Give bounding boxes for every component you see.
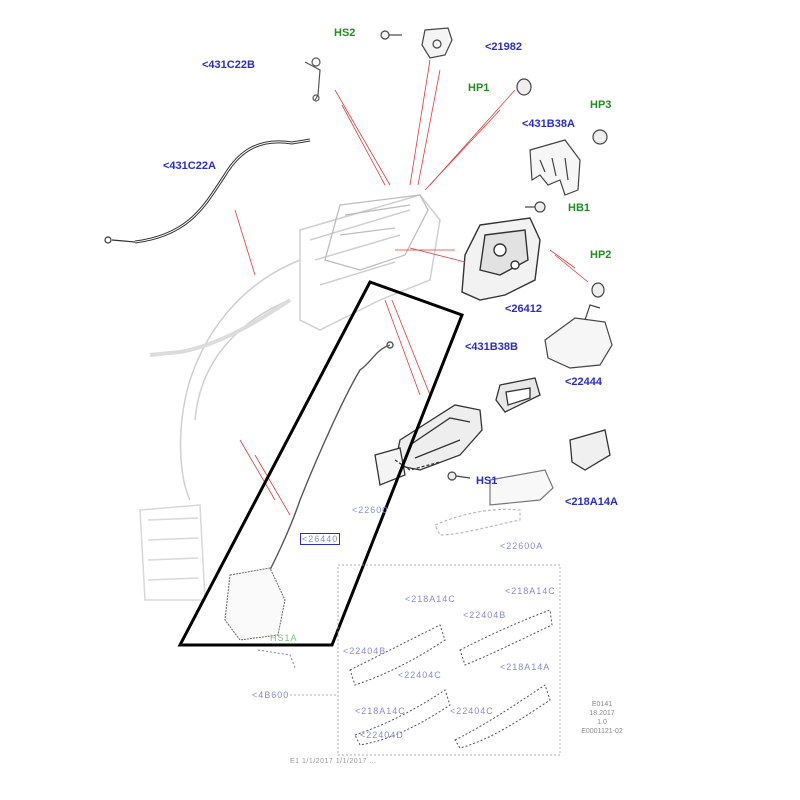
inner-latch-ghost: [224, 567, 286, 641]
callout-hs2: HS2: [334, 27, 356, 39]
leader-lines: [234, 59, 589, 516]
inset-box: [290, 564, 561, 756]
label-4b600: <4B600: [252, 690, 290, 700]
callout-26412: <26412: [505, 303, 543, 315]
plug-hp1: [516, 78, 532, 96]
revision-note-line: E0141: [591, 701, 613, 708]
footer-note: E1 1/1/2017 1/1/2017 ...: [290, 758, 377, 765]
label-inset-i: <22404D: [360, 730, 404, 740]
callout-hb1: HB1: [568, 202, 591, 214]
revision-note: E0141 18.2017 1.0 E0001121-02: [572, 700, 632, 736]
callout-hs1: HS1: [476, 475, 498, 487]
label-22600a: <22600A: [500, 541, 544, 551]
revision-note-line: 18.2017: [589, 710, 615, 717]
latch-26412: [461, 217, 541, 301]
cable-431c22b: [304, 57, 321, 102]
endcap-218a14a: [569, 429, 611, 471]
inset-parts: [349, 609, 553, 749]
callout-431b38b: <431B38B: [465, 341, 518, 353]
door-outline-ghost: [139, 194, 441, 601]
callout-22444: <22444: [565, 376, 603, 388]
callout-hp1: HP1: [468, 82, 490, 94]
callout-hp2: HP2: [590, 249, 612, 261]
label-hs1a: HS1A: [270, 633, 298, 643]
screw-hs1: [447, 471, 471, 481]
callout-431b38a: <431B38A: [522, 118, 575, 130]
callout-431c22b: <431C22B: [202, 59, 255, 71]
outer-handle: [434, 469, 554, 536]
cover-431b38b: [544, 304, 613, 369]
callout-21982: <21982: [485, 41, 523, 53]
cable-431c22a: [104, 138, 311, 244]
label-inset-g: <218A14C: [355, 706, 406, 716]
bracket-22444: [495, 377, 541, 413]
label-22600: <22600: [352, 505, 389, 515]
label-26440: <26440: [300, 533, 341, 545]
cover-431b38a: [529, 139, 581, 196]
revision-note-line: 1.0: [597, 719, 607, 726]
plug-hp3: [592, 129, 608, 145]
dashed-handle-left: [257, 649, 296, 669]
revision-note-line: E0001121-02: [581, 728, 623, 735]
label-inset-d: <22404B: [343, 646, 387, 656]
highlight-wedge: [177, 280, 464, 647]
callout-431c22a: <431C22A: [163, 160, 216, 172]
handle-bracket-ghost: [324, 194, 429, 271]
striker-21982: [380, 27, 453, 59]
label-inset-f: <218A14A: [500, 662, 551, 672]
label-inset-e: <22404C: [398, 670, 442, 680]
label-inset-c: <22404B: [463, 610, 507, 620]
callout-hp3: HP3: [590, 99, 612, 111]
label-inset-h: <22404C: [450, 706, 494, 716]
callout-218a14a: <218A14A: [565, 496, 618, 508]
inner-cable: [264, 341, 394, 581]
label-inset-a: <218A14C: [405, 594, 456, 604]
handle-carrier: [374, 404, 483, 486]
plug-hp2: [591, 282, 605, 298]
label-inset-b: <218A14C: [505, 586, 556, 596]
bolt-hb1: [525, 201, 546, 213]
